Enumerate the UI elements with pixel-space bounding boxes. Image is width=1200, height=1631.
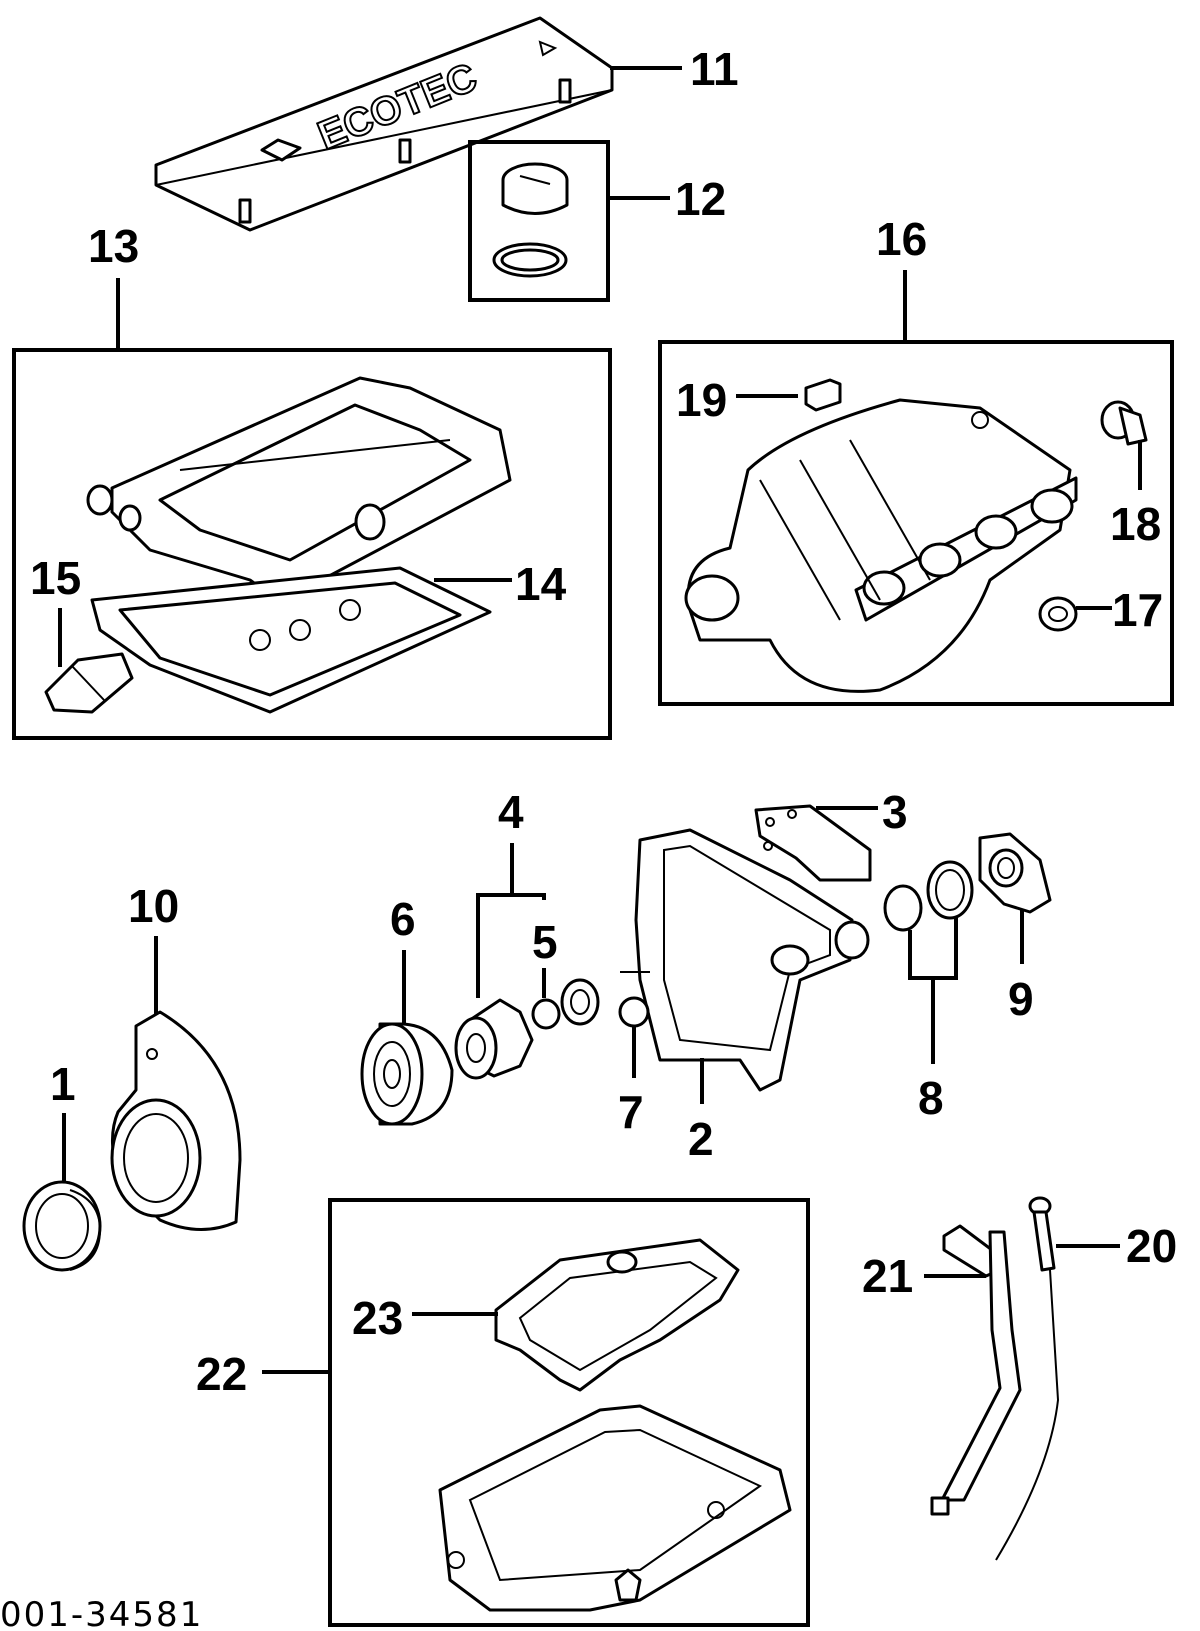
idler-gear [454,998,534,1080]
callout-11: 11 [690,43,739,95]
figure-id: 001-34581 [0,1595,203,1631]
dipstick [995,1196,1060,1561]
oil-cap-seal [492,242,568,278]
pcv-valve [44,652,134,714]
callout-13: 13 [88,220,139,272]
callout-17: 17 [1112,584,1163,636]
manifold-vacuum-cap [804,378,842,412]
callout-18: 18 [1110,498,1161,550]
map-sensor [1100,400,1148,446]
timing-belt-cover-rear [110,1010,242,1232]
sensor-o-ring [1038,596,1078,632]
valve-cover-box [12,348,612,740]
intake-manifold [684,398,1078,693]
oil-pan-lower [438,1404,792,1612]
crankshaft-seal [22,1180,102,1272]
callout-6: 6 [390,893,416,945]
callout-15: 15 [30,552,81,604]
callout-23: 23 [352,1292,403,1344]
oil-pump-seals [883,860,974,932]
callout-21: 21 [862,1250,913,1302]
callout-4: 4 [498,786,524,838]
callout-2: 2 [688,1113,714,1165]
front-cover-seal-small [618,996,650,1028]
oil-pan-upper [494,1238,740,1392]
valve-cover [86,376,512,604]
callout-3: 3 [882,786,908,838]
callout-8: 8 [918,1072,944,1124]
oil-pan-box [328,1198,810,1627]
callout-10: 10 [128,880,179,932]
bearing-large [560,978,600,1026]
callout-22: 22 [196,1348,247,1400]
callout-12: 12 [675,173,726,225]
engine-cover: ECOTEC [154,16,614,232]
callout-1: 1 [50,1058,76,1110]
bearing-small [531,998,561,1030]
callout-16: 16 [876,213,927,265]
crankshaft-pulley [360,1022,454,1126]
callout-5: 5 [532,916,558,968]
dipstick-tube [930,1224,1022,1516]
valve-cover-gasket [90,566,492,714]
callout-9: 9 [1008,973,1034,1025]
oil-cap-box [468,140,610,302]
oil-pump-cover [978,832,1052,914]
callout-14: 14 [515,558,567,610]
callout-20: 20 [1126,1220,1177,1272]
front-cover [620,828,870,1092]
intake-manifold-box [658,340,1174,706]
callout-19: 19 [676,374,727,426]
callout-7: 7 [618,1086,644,1138]
timing-cover-gasket [754,804,872,882]
oil-filler-cap [501,162,569,215]
